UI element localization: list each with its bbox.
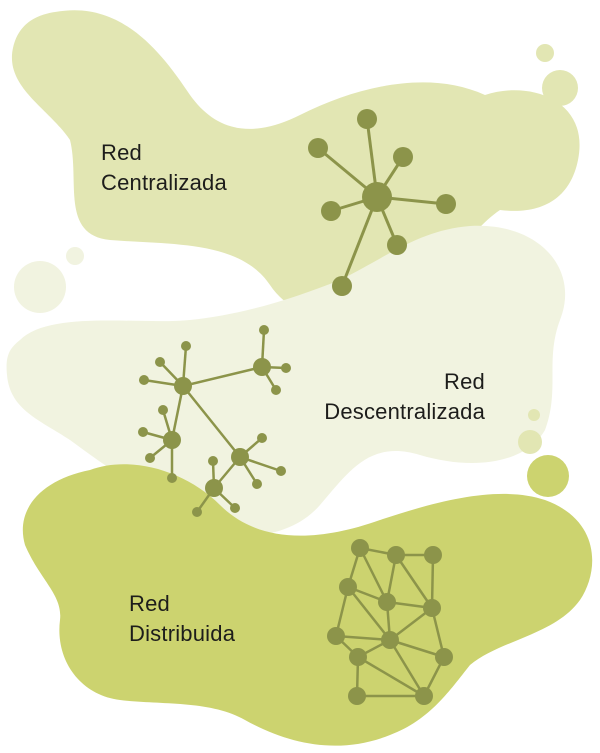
decorative-bubble — [66, 247, 84, 265]
network-node — [139, 375, 149, 385]
network-node — [424, 546, 442, 564]
network-node — [208, 456, 218, 466]
network-hub-node — [163, 431, 181, 449]
network-node — [167, 473, 177, 483]
network-node — [357, 109, 377, 129]
network-node — [281, 363, 291, 373]
network-node — [259, 325, 269, 335]
network-node — [327, 627, 345, 645]
decorative-bubble — [14, 261, 66, 313]
decentralized-network-graph — [138, 325, 291, 517]
network-node — [381, 631, 399, 649]
network-node — [351, 539, 369, 557]
network-node — [332, 276, 352, 296]
network-node — [339, 578, 357, 596]
network-node — [252, 479, 262, 489]
distributed-network-blob — [22, 464, 593, 746]
decorative-bubble — [536, 44, 554, 62]
network-node — [230, 503, 240, 513]
distributed-network-graph — [327, 539, 453, 705]
distributed-label-line2: Distribuida — [129, 621, 236, 646]
network-node — [192, 507, 202, 517]
network-node — [276, 466, 286, 476]
network-node — [257, 433, 267, 443]
decentralized-label-line2: Descentralizada — [324, 399, 485, 424]
network-node — [308, 138, 328, 158]
network-node — [348, 687, 366, 705]
network-hub-node — [253, 358, 271, 376]
decentralized-network-label: Red Descentralizada — [324, 367, 485, 427]
network-node — [349, 648, 367, 666]
network-node — [423, 599, 441, 617]
network-node — [393, 147, 413, 167]
network-node — [271, 385, 281, 395]
network-node — [378, 593, 396, 611]
distributed-label-line1: Red — [129, 591, 170, 616]
network-node — [435, 648, 453, 666]
network-node — [321, 201, 341, 221]
centralized-label-line2: Centralizada — [101, 170, 227, 195]
network-hub-node — [205, 479, 223, 497]
network-node — [387, 546, 405, 564]
network-node — [415, 687, 433, 705]
network-node — [155, 357, 165, 367]
network-node — [158, 405, 168, 415]
centralized-network-label: Red Centralizada — [101, 138, 227, 198]
decorative-bubble — [528, 409, 540, 421]
decorative-bubble — [542, 70, 578, 106]
network-node — [436, 194, 456, 214]
network-hub-node — [231, 448, 249, 466]
decorative-bubble — [518, 430, 542, 454]
decentralized-label-line1: Red — [444, 369, 485, 394]
network-node — [362, 182, 392, 212]
network-node — [145, 453, 155, 463]
network-node — [138, 427, 148, 437]
centralized-network-graph — [308, 109, 456, 296]
network-hub-node — [174, 377, 192, 395]
decorative-bubble — [527, 455, 569, 497]
network-node — [387, 235, 407, 255]
distributed-network-label: Red Distribuida — [129, 589, 235, 649]
centralized-label-line1: Red — [101, 140, 142, 165]
network-node — [181, 341, 191, 351]
